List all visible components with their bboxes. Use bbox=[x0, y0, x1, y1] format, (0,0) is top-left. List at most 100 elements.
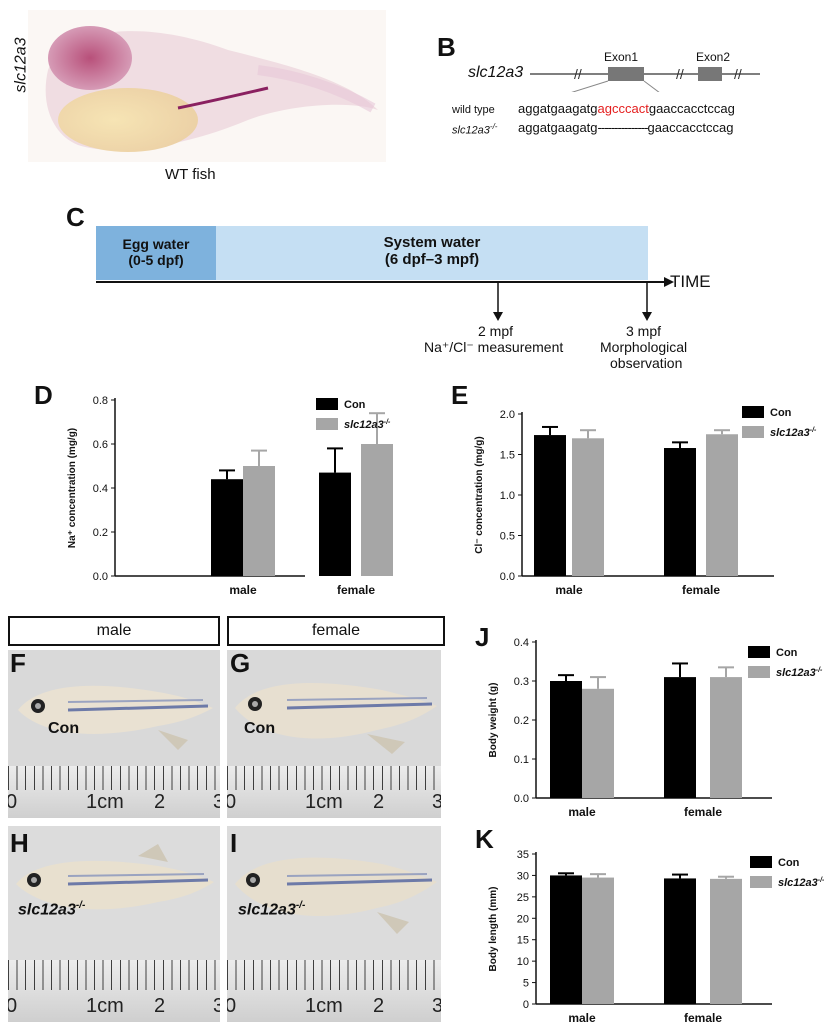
x-category-label: female bbox=[684, 805, 722, 819]
legend-swatch-mutant bbox=[742, 426, 764, 438]
y-tick-label: 25 bbox=[517, 892, 529, 904]
bar-mutant-female bbox=[710, 677, 742, 798]
legend-label-mutant: slc12a3-/- bbox=[770, 427, 817, 439]
fish-label-g: Con bbox=[244, 720, 276, 737]
bar-con-male bbox=[534, 435, 566, 576]
legend-label-con: Con bbox=[344, 399, 366, 411]
x-category-label: female bbox=[684, 1011, 722, 1025]
exon1-label: Exon1 bbox=[604, 50, 639, 64]
system-water-box: System water (6 dpf–3 mpf) bbox=[216, 226, 648, 280]
bar-con-female bbox=[319, 472, 351, 576]
panel-a-embryo-image bbox=[28, 10, 386, 162]
exon2-label: Exon2 bbox=[696, 50, 731, 64]
legend-swatch-con bbox=[750, 856, 772, 868]
legend-label-con: Con bbox=[778, 857, 800, 869]
y-tick-label: 1.5 bbox=[500, 450, 515, 462]
y-tick-label: 0.2 bbox=[514, 715, 529, 727]
y-tick-label: 0.0 bbox=[514, 793, 529, 805]
legend-swatch-mutant bbox=[750, 876, 772, 888]
exon1-block bbox=[608, 67, 644, 81]
x-category-label: male bbox=[568, 805, 596, 819]
svg-text://: // bbox=[574, 66, 582, 82]
bar-con-male bbox=[550, 875, 582, 1004]
mark-3mpf-desc1: Morphological bbox=[600, 339, 688, 355]
y-tick-label: 0.4 bbox=[93, 483, 108, 495]
mark-3mpf-desc2: observation bbox=[610, 355, 683, 371]
y-tick-label: 0.0 bbox=[93, 571, 108, 583]
y-tick-label: 0.0 bbox=[500, 571, 515, 583]
mutant-label: slc12a3-/- bbox=[452, 122, 498, 137]
photo-g-female-con: 0 1cm 2 3 bbox=[227, 650, 441, 818]
y-tick-label: 0.8 bbox=[93, 395, 108, 407]
photo-i-female-mutant: 0 1cm 2 3 bbox=[227, 826, 441, 1022]
legend-label-con: Con bbox=[776, 647, 798, 659]
y-tick-label: 0 bbox=[523, 999, 529, 1011]
bar-mutant-female bbox=[361, 444, 393, 576]
y-tick-label: 5 bbox=[523, 978, 529, 990]
x-category-label: male bbox=[568, 1011, 596, 1025]
x-category-label: male bbox=[229, 583, 257, 597]
y-tick-label: 1.0 bbox=[500, 490, 515, 502]
ruler-h: 0 1cm 2 3 bbox=[8, 960, 220, 1022]
timeline-axis bbox=[96, 277, 674, 321]
y-tick-label: 35 bbox=[517, 849, 529, 861]
male-header: male bbox=[8, 616, 220, 646]
wild-type-sequence: aggatgaagatgagcccactgaaccacctccag bbox=[518, 101, 735, 116]
panel-label-h: H bbox=[10, 828, 29, 858]
panel-label-d: D bbox=[34, 380, 53, 410]
y-tick-label: 15 bbox=[517, 935, 529, 947]
y-tick-label: 0.5 bbox=[500, 531, 515, 543]
panel-label-k: K bbox=[475, 824, 494, 854]
bar-mutant-female bbox=[706, 434, 738, 576]
bar-con-female bbox=[664, 448, 696, 576]
y-tick-label: 30 bbox=[517, 870, 529, 882]
y-tick-label: 0.3 bbox=[514, 676, 529, 688]
panel-b-gene-label: slc12a3 bbox=[468, 64, 524, 81]
panel-label-b: B bbox=[437, 32, 456, 62]
panel-label-j: J bbox=[475, 622, 490, 652]
time-axis-label: TIME bbox=[670, 272, 711, 291]
panel-label-i: I bbox=[230, 828, 238, 858]
female-header: female bbox=[227, 616, 445, 646]
bar-con-female bbox=[664, 878, 696, 1004]
panel-a-caption: WT fish bbox=[165, 166, 216, 183]
legend-label-mutant: slc12a3-/- bbox=[778, 877, 824, 889]
legend-label-con: Con bbox=[770, 407, 792, 419]
panel-label-e: E bbox=[451, 380, 469, 410]
y-tick-label: 0.2 bbox=[93, 527, 108, 539]
chart-d-na-concentration: 0.00.20.40.60.8Na⁺ concentration (mg/g)m… bbox=[67, 395, 393, 597]
y-tick-label: 0.1 bbox=[514, 754, 529, 766]
legend-swatch-con bbox=[316, 398, 338, 410]
y-axis-label: Cl⁻ concentration (mg/g) bbox=[474, 436, 485, 554]
deleted-bases: agcccact bbox=[597, 101, 649, 116]
fish-label-h: slc12a3-/- bbox=[18, 900, 86, 919]
y-axis-label: Body weight (g) bbox=[488, 683, 499, 758]
bar-mutant-male bbox=[572, 438, 604, 576]
panel-label-f: F bbox=[10, 648, 26, 678]
panel-label-c: C bbox=[66, 202, 85, 232]
mutant-sequence: aggatgaagatg---------------gaaccacctccag bbox=[518, 120, 734, 135]
panel-label-g: G bbox=[230, 648, 251, 678]
bar-mutant-female bbox=[710, 878, 742, 1004]
ruler-f: 0 1cm 2 3 bbox=[8, 766, 220, 818]
y-tick-label: 2.0 bbox=[500, 409, 515, 421]
ruler-g: 0 1cm 2 3 bbox=[227, 766, 441, 818]
legend-swatch-con bbox=[748, 646, 770, 658]
exon2-block bbox=[698, 67, 722, 81]
y-tick-label: 20 bbox=[517, 913, 529, 925]
y-axis-label: Na⁺ concentration (mg/g) bbox=[67, 428, 78, 548]
legend-swatch-mutant bbox=[748, 666, 770, 678]
egg-water-box: Egg water (0-5 dpf) bbox=[96, 226, 216, 280]
mark-2mpf: 2 mpf bbox=[478, 323, 514, 339]
photo-h-male-mutant: 0 1cm 2 3 bbox=[8, 826, 220, 1022]
svg-text://: // bbox=[734, 66, 742, 82]
legend-label-mutant: slc12a3-/- bbox=[776, 667, 823, 679]
svg-text://: // bbox=[676, 66, 684, 82]
chart-e-cl-concentration: 0.0 0.5 1.0 1.5 2.0Cl⁻ concentration (mg/g) m… bbox=[474, 406, 817, 597]
legend-label-mutant: slc12a3-/- bbox=[344, 419, 391, 431]
y-tick-label: 0.4 bbox=[514, 637, 529, 649]
bar-mutant-male bbox=[243, 466, 275, 576]
x-category-label: male bbox=[555, 583, 583, 597]
